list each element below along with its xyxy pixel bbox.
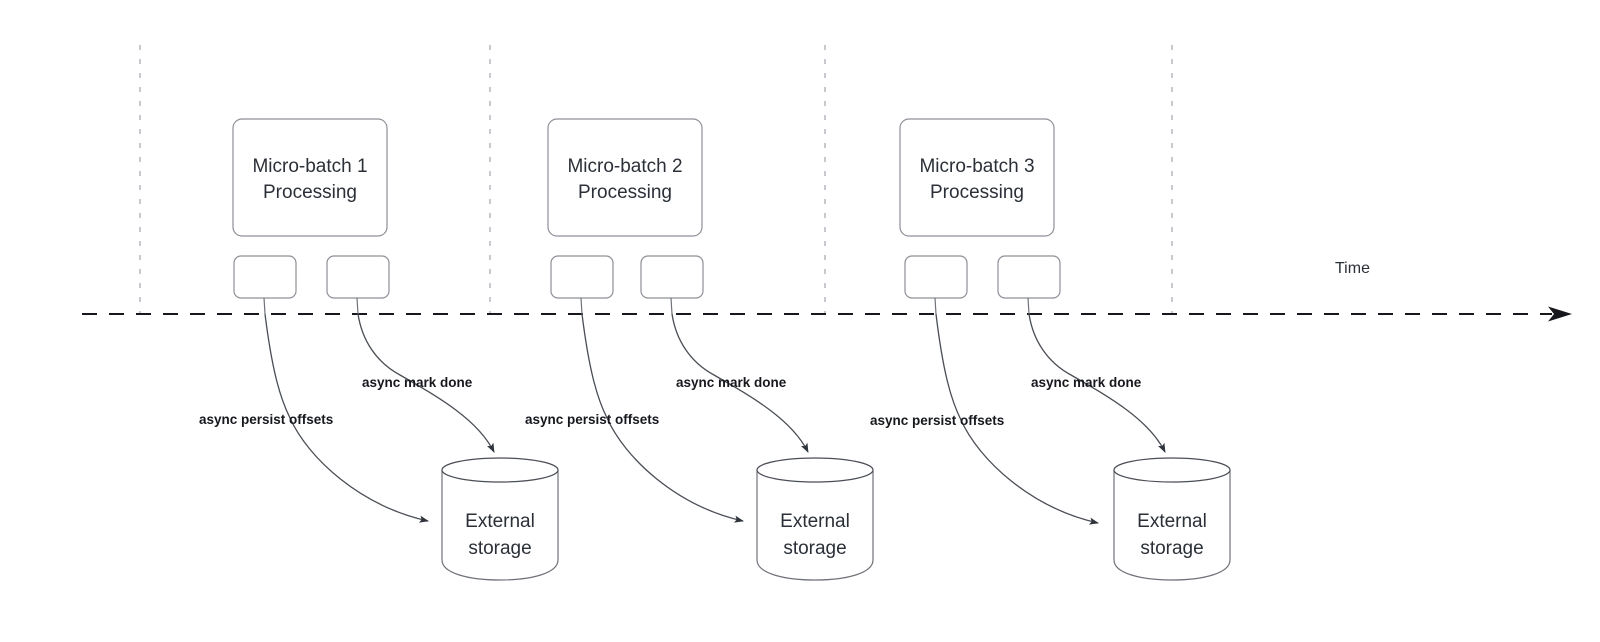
- external-storage-1-body: [441, 469, 559, 581]
- edge-persist-offsets-3-label: async persist offsets: [870, 413, 1004, 428]
- external-storage-2[interactable]: External storage: [756, 457, 874, 581]
- task-box-2b[interactable]: [640, 255, 704, 299]
- external-storage-1-label-line1: External: [465, 511, 535, 532]
- micro-batch-3-box[interactable]: [899, 118, 1055, 237]
- edge-persist-offsets-1-label: async persist offsets: [199, 412, 333, 427]
- task-box-1b-stem: [356, 297, 359, 315]
- time-axis-label: Time: [1335, 260, 1370, 277]
- edge-persist-offsets-2: [581, 313, 744, 523]
- micro-batch-3-label-line1: Micro-batch 3: [919, 156, 1034, 177]
- task-box-1a-stem: [263, 297, 266, 315]
- edge-mark-done-1: [357, 313, 495, 453]
- micro-batch-1-label-line1: Micro-batch 1: [252, 156, 367, 177]
- micro-batch-1-label-line2: Processing: [263, 182, 357, 203]
- task-box-3b[interactable]: [997, 255, 1061, 299]
- group-3: Micro-batch 3 Processing async persist o…: [870, 118, 1231, 581]
- group-1: Micro-batch 1 Processing async persist o…: [199, 118, 559, 581]
- time-axis-arrowhead: [1548, 306, 1572, 322]
- external-storage-2-label-line1: External: [780, 511, 850, 532]
- external-storage-1-label-line2: storage: [468, 538, 531, 559]
- external-storage-3-label-line1: External: [1137, 511, 1207, 532]
- task-box-3a-stem: [934, 297, 937, 315]
- time-axis: [82, 306, 1572, 322]
- task-box-2b-stem: [670, 297, 673, 315]
- external-storage-3-top: [1113, 457, 1231, 483]
- edge-persist-offsets-3: [935, 313, 1099, 525]
- external-storage-1-top: [441, 457, 559, 483]
- external-storage-2-body: [756, 469, 874, 581]
- micro-batch-3-label-line2: Processing: [930, 182, 1024, 203]
- external-storage-1[interactable]: External storage: [441, 457, 559, 581]
- task-box-2a[interactable]: [550, 255, 614, 299]
- task-box-3a[interactable]: [904, 255, 968, 299]
- edge-mark-done-1-label: async mark done: [362, 375, 473, 390]
- edge-persist-offsets-1: [264, 313, 429, 523]
- external-storage-2-top: [756, 457, 874, 483]
- external-storage-3-body: [1113, 469, 1231, 581]
- micro-batch-2-label-line1: Micro-batch 2: [567, 156, 682, 177]
- edge-mark-done-3-label: async mark done: [1031, 375, 1142, 390]
- micro-batch-1-box[interactable]: [232, 118, 388, 237]
- micro-batch-2-box[interactable]: [547, 118, 703, 237]
- edge-persist-offsets-2-label: async persist offsets: [525, 412, 659, 427]
- task-box-1b[interactable]: [326, 255, 390, 299]
- edge-mark-done-2-label: async mark done: [676, 375, 787, 390]
- timeline-tick-group: [139, 45, 1173, 315]
- edge-mark-done-2: [671, 313, 809, 453]
- micro-batch-2-label-line2: Processing: [578, 182, 672, 203]
- group-2: Micro-batch 2 Processing async persist o…: [525, 118, 874, 581]
- external-storage-2-label-line2: storage: [783, 538, 846, 559]
- external-storage-3-label-line2: storage: [1140, 538, 1203, 559]
- external-storage-3[interactable]: External storage: [1113, 457, 1231, 581]
- task-box-3b-stem: [1027, 297, 1030, 315]
- task-box-2a-stem: [580, 297, 583, 315]
- task-box-1a[interactable]: [233, 255, 297, 299]
- edge-mark-done-3: [1028, 313, 1166, 453]
